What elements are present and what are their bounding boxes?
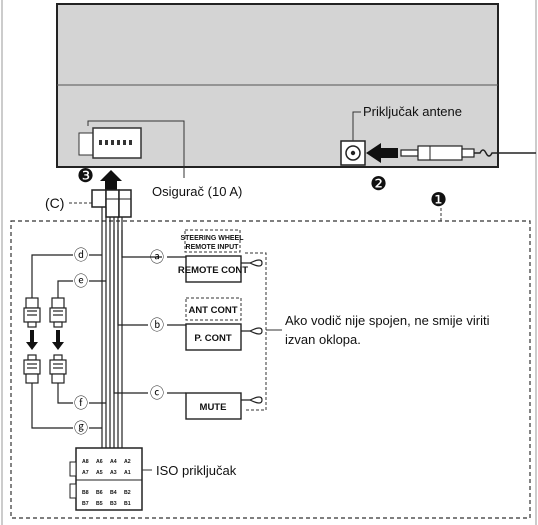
wire-c	[113, 230, 148, 394]
step-3-badge: ❸	[77, 166, 94, 187]
iso-label: ISO priključak	[156, 463, 237, 478]
wire-g	[31, 383, 102, 429]
antenna-leader	[352, 111, 361, 141]
iso-pin-B3: B3	[110, 501, 117, 507]
wire-b-label: ⓑ	[150, 317, 164, 333]
note-line-2: izvan oklopa.	[285, 332, 361, 347]
svg-text:REMOTE INPUT: REMOTE INPUT	[186, 244, 240, 251]
p-cont-box: P. CONT	[185, 323, 242, 351]
fuse-slot	[78, 127, 142, 159]
down-arrow-icon	[26, 330, 64, 350]
svg-text:STEERING WHEEL: STEERING WHEEL	[180, 235, 244, 242]
iso-pin-B1: B1	[124, 501, 131, 507]
remote-cont-box: REMOTE CONT	[178, 255, 248, 283]
wire-c-label: ⓒ	[150, 385, 164, 401]
iso-pin-A2: A2	[124, 459, 131, 465]
ant-cont-box: ANT CONT	[185, 297, 242, 321]
iso-pin-B6: B6	[96, 490, 103, 496]
iso-connector: A8 A6 A4 A2 A7 A5 A3 A1 B8 B6 B4 B2 B7 B…	[69, 447, 143, 511]
wire-d-label: ⓓ	[74, 247, 88, 263]
wire-a	[121, 230, 162, 258]
svg-text:REMOTE CONT: REMOTE CONT	[178, 265, 248, 276]
steering-wheel-box: STEERING WHEEL REMOTE INPUT	[180, 229, 244, 253]
mute-box: MUTE	[185, 392, 242, 420]
iso-pin-A6: A6	[96, 459, 103, 465]
iso-pin-A5: A5	[96, 470, 103, 476]
iso-pin-B5: B5	[96, 501, 103, 507]
wire-f	[57, 383, 106, 404]
wire-bundle	[101, 207, 123, 448]
connector-c-label: (C)	[45, 195, 64, 211]
iso-pin-B7: B7	[82, 501, 89, 507]
wire-b	[117, 230, 148, 326]
wire-e-label: ⓔ	[74, 273, 88, 289]
up-arrow-icon	[100, 170, 122, 194]
iso-pin-A3: A3	[110, 470, 117, 476]
note-line-1: Ako vodič nije spojen, ne smije viriti	[285, 313, 490, 328]
iso-pin-A1: A1	[124, 470, 131, 476]
iso-pin-A4: A4	[110, 459, 117, 465]
svg-text:ANT CONT: ANT CONT	[188, 305, 237, 316]
antenna-label: Priključak antene	[363, 104, 462, 119]
wire-f-label: ⓕ	[74, 395, 88, 411]
connector-block	[91, 189, 132, 218]
wire-a-label: ⓐ	[150, 249, 164, 265]
insulation-bracket	[245, 252, 267, 411]
harness-enclosure	[10, 220, 531, 519]
iso-pin-A7: A7	[82, 470, 89, 476]
fuse-leader	[87, 120, 185, 178]
svg-text:P. CONT: P. CONT	[194, 333, 232, 344]
step-2-badge: ❷	[370, 174, 387, 195]
iso-pin-B2: B2	[124, 490, 131, 496]
iso-pin-B8: B8	[82, 490, 89, 496]
wire-d	[31, 254, 102, 298]
antenna-plug	[400, 145, 536, 161]
plug-d-upper	[23, 297, 41, 328]
wire-g-label: ⓖ	[74, 420, 88, 436]
fuse-label: Osigurač (10 A)	[152, 184, 242, 199]
head-unit	[56, 3, 499, 168]
svg-text:MUTE: MUTE	[200, 402, 227, 413]
plug-g-lower	[49, 354, 67, 384]
wire-end-loops	[241, 259, 263, 404]
antenna-arrow-icon	[366, 143, 398, 163]
plug-e-upper	[49, 297, 67, 328]
fuse-pins	[99, 140, 132, 145]
iso-pin-B4: B4	[110, 490, 117, 496]
plug-f-lower	[23, 354, 41, 384]
antenna-socket	[340, 140, 366, 166]
iso-pin-A8: A8	[82, 459, 89, 465]
step-1-badge: ❶	[430, 190, 447, 211]
wire-e	[57, 280, 106, 298]
